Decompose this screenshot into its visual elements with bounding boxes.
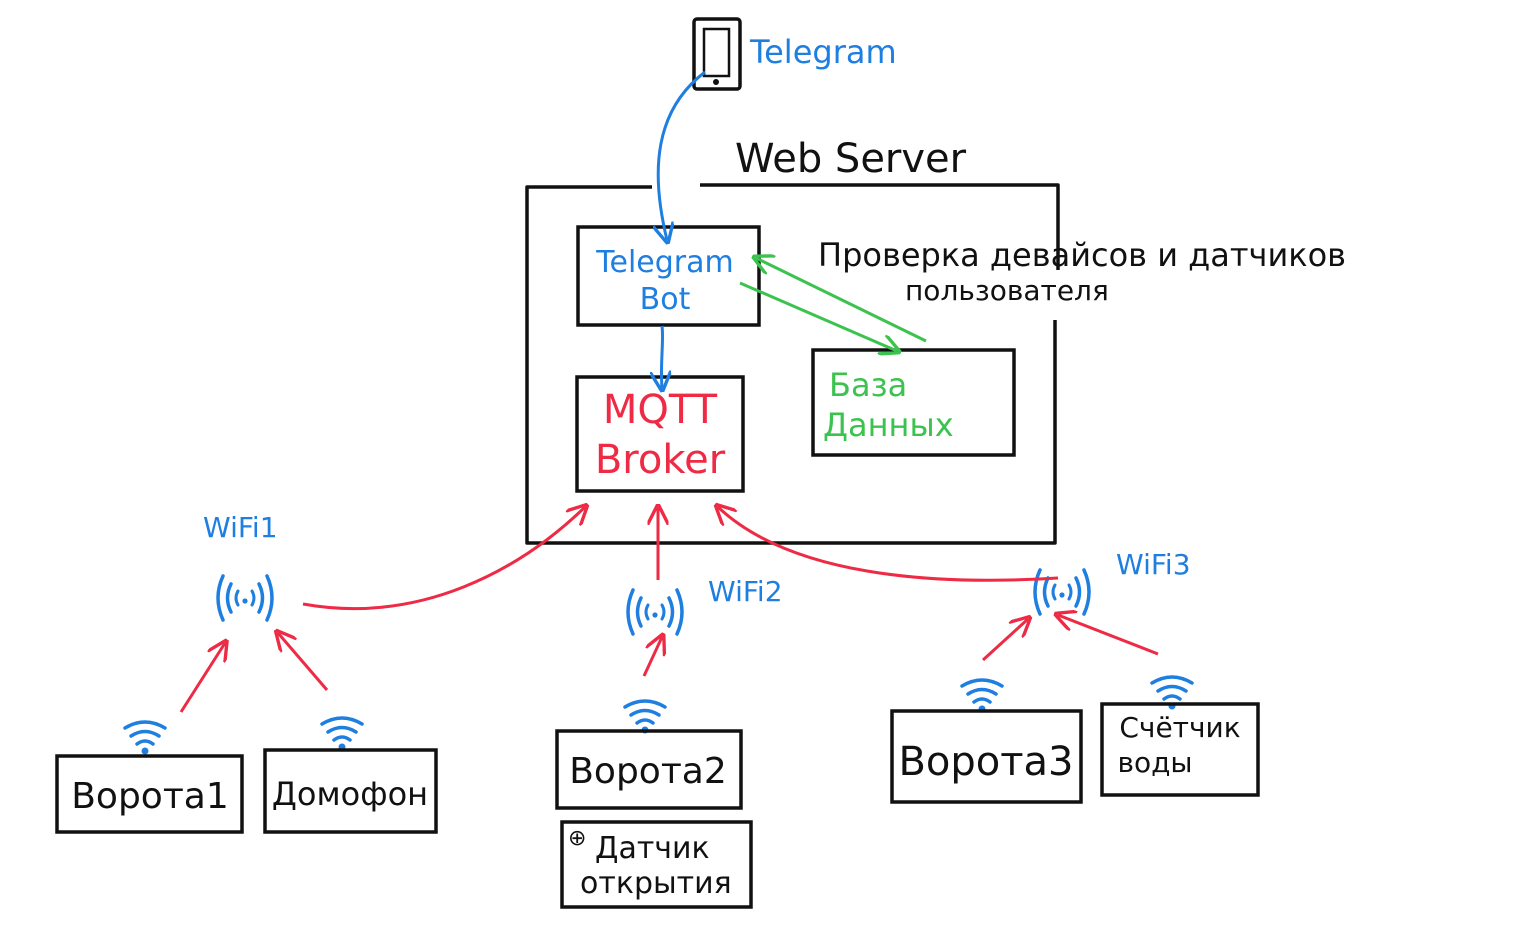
arrow-database-to-bot — [756, 258, 927, 343]
gate3-label: Ворота3 — [898, 739, 1073, 785]
wifi3-access-point-icon — [1033, 568, 1091, 616]
arrow-bot-to-database — [739, 281, 897, 351]
smartphone-icon — [692, 17, 742, 91]
arrow-water-meter-to-wifi3 — [1058, 615, 1159, 656]
wifi2-label: WiFi2 — [708, 575, 783, 608]
gate2-label: Ворота2 — [569, 751, 727, 792]
phone-telegram-label: Telegram — [749, 33, 897, 71]
gate1-wifi-signal-icon — [123, 720, 167, 757]
open-sensor-line2: открытия — [580, 866, 732, 901]
gate2-wifi-signal-icon — [623, 699, 667, 736]
arrow-wifi3-to-mqtt — [718, 507, 1059, 582]
water-meter-line1: Счётчик — [1119, 711, 1240, 744]
gate3-wifi-signal-icon — [960, 678, 1004, 715]
intercom-label: Домофон — [272, 775, 428, 813]
database-line2: Данных — [823, 406, 954, 444]
arrow-gate1-to-wifi1 — [179, 643, 225, 713]
gate2-device: Ворота2 — [555, 729, 743, 810]
arrow-gate2-to-wifi2 — [642, 637, 662, 677]
mqtt-broker-line2: Broker — [595, 437, 726, 483]
web-server-title: Web Server — [735, 136, 967, 182]
intercom-device: Домофон — [263, 748, 438, 834]
open-sensor-prefix-icon: ⊕ — [568, 826, 586, 851]
arrow-intercom-to-wifi1 — [278, 633, 329, 691]
database-line1: База — [829, 366, 907, 404]
wifi2-access-point-icon — [626, 588, 684, 636]
gate1-label: Ворота1 — [71, 776, 229, 817]
gate1-device: Ворота1 — [55, 754, 244, 834]
telegram-bot-node: Telegram Bot — [576, 225, 761, 327]
mqtt-broker-line1: MQTT — [603, 387, 718, 433]
arrow-phone-to-bot — [658, 70, 706, 240]
check-note-line1: Проверка девайсов и датчиков — [818, 236, 1346, 274]
telegram-bot-line1: Telegram — [595, 245, 733, 280]
open-sensor-device: ⊕ Датчик открытия — [560, 820, 753, 909]
water-meter-device: Счётчик воды — [1100, 702, 1260, 797]
telegram-bot-line2: Bot — [640, 282, 691, 317]
mqtt-broker-node: MQTT Broker — [575, 375, 745, 493]
intercom-wifi-signal-icon — [320, 716, 364, 753]
arrow-bot-to-mqtt — [661, 325, 662, 388]
wifi3-label: WiFi3 — [1116, 548, 1191, 581]
web-server-frame — [525, 183, 1060, 545]
gate3-device: Ворота3 — [890, 709, 1083, 804]
open-sensor-line1: Датчик — [595, 831, 710, 866]
check-note-line2: пользователя — [905, 274, 1109, 307]
water-meter-line2: воды — [1117, 746, 1192, 779]
arrow-gate3-to-wifi3 — [981, 619, 1028, 662]
arrow-wifi1-to-mqtt — [302, 507, 585, 610]
wifi1-access-point-icon — [216, 574, 274, 622]
database-node: База Данных — [811, 348, 1016, 457]
wifi1-label: WiFi1 — [203, 511, 278, 544]
